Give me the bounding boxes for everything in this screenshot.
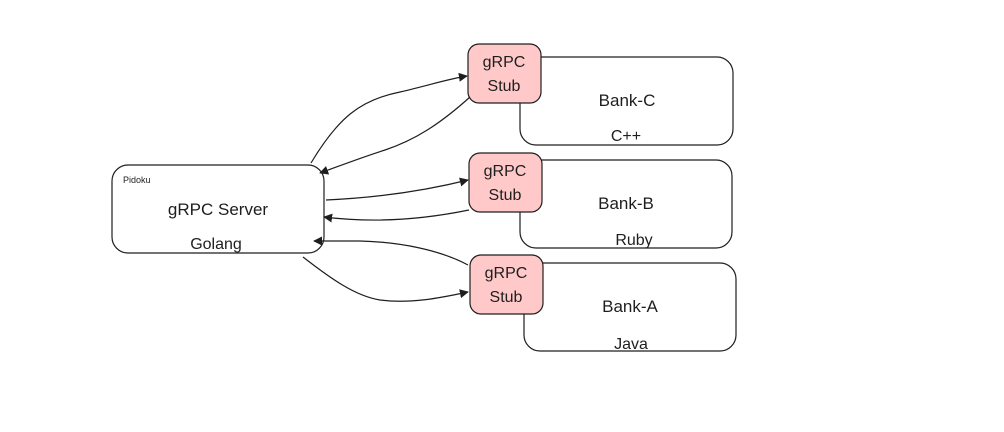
arrow-bank-a-to-server [313, 236, 469, 266]
bank-a-stub-line2: Stub [490, 289, 523, 306]
bank-c-stub-line1: gRPC [483, 54, 526, 71]
bank-a-language: Java [614, 336, 648, 353]
grpc-server-box: Pidoku gRPC Server Golang [111, 164, 325, 254]
arrow-bank-c-to-server [319, 96, 471, 175]
server-language: Golang [190, 236, 242, 253]
arrow-server-to-bank-c [310, 72, 468, 164]
bank-a-name: Bank-A [602, 297, 658, 316]
arrow-server-to-bank-b [325, 177, 469, 201]
bank-b-language: Ruby [615, 232, 652, 249]
bank-c-name: Bank-C [599, 91, 656, 110]
bank-b-stub-line2: Stub [489, 187, 522, 204]
bank-c-stub [467, 43, 542, 104]
bank-c-box: gRPC Stub Bank-C C++ [467, 43, 734, 146]
server-box-frame [111, 164, 325, 254]
arrow-server-to-bank-a [302, 256, 469, 302]
server-tag: Pidoku [123, 175, 151, 185]
connectors [302, 72, 471, 302]
arrow-bank-b-to-server [323, 209, 470, 223]
bank-b-name: Bank-B [598, 194, 654, 213]
server-title: gRPC Server [168, 200, 268, 219]
bank-c-language: C++ [611, 128, 641, 145]
bank-a-box: gRPC Stub Bank-A Java [469, 254, 737, 353]
bank-b-stub [468, 152, 543, 213]
bank-b-stub-line1: gRPC [484, 163, 527, 180]
bank-c-stub-line2: Stub [488, 78, 521, 95]
bank-a-stub [469, 254, 544, 315]
bank-b-box: gRPC Stub Bank-B Ruby [468, 152, 733, 249]
bank-a-stub-line1: gRPC [485, 265, 528, 282]
